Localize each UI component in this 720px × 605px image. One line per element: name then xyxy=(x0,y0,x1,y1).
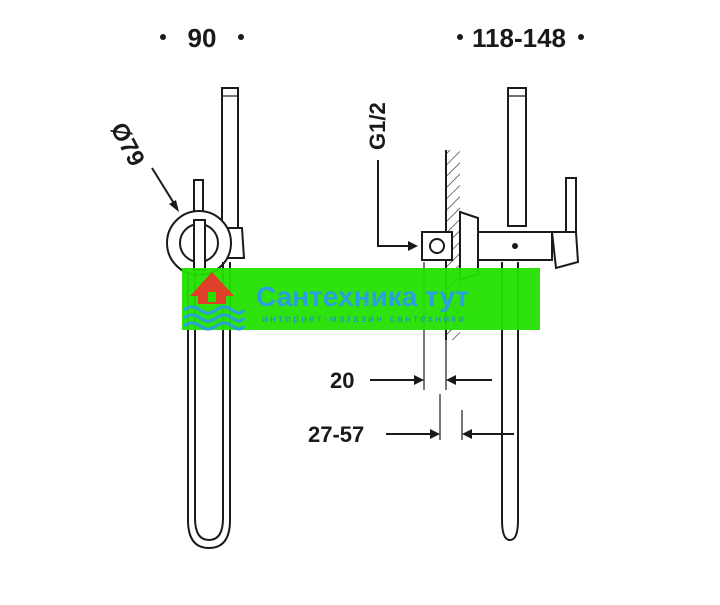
diameter-label: Ø79 xyxy=(105,118,150,171)
dim-118-148-label: 118-148 xyxy=(472,23,566,53)
watermark-tagline: интернет-магазин сантехники xyxy=(262,314,467,325)
thread-leader xyxy=(377,160,410,247)
side-mixer-body xyxy=(477,231,553,261)
diameter-leader xyxy=(151,167,176,206)
side-hose xyxy=(501,262,519,542)
front-view: Ø79 xyxy=(105,87,246,550)
watermark: Сантехника тут интернет-магазин сантехни… xyxy=(182,268,540,331)
side-lever xyxy=(565,177,577,237)
dimension-width-right: 118-148 xyxy=(457,23,584,53)
watermark-brand: Сантехника тут xyxy=(256,281,469,312)
house-logo-icon xyxy=(183,272,246,331)
dim-90-label: 90 xyxy=(188,23,217,53)
side-cartridge xyxy=(550,231,580,270)
dim-20-label: 20 xyxy=(330,368,354,393)
dimension-width-left: 90 xyxy=(160,23,244,53)
dimension-27-57: 27-57 xyxy=(308,394,514,447)
side-hand-shower xyxy=(507,87,527,227)
hand-shower-body xyxy=(221,87,239,231)
dim-27-57-label: 27-57 xyxy=(308,422,364,447)
thread-label: G1/2 xyxy=(365,102,390,150)
hose-inner xyxy=(194,262,224,542)
hose-outer xyxy=(187,262,231,550)
